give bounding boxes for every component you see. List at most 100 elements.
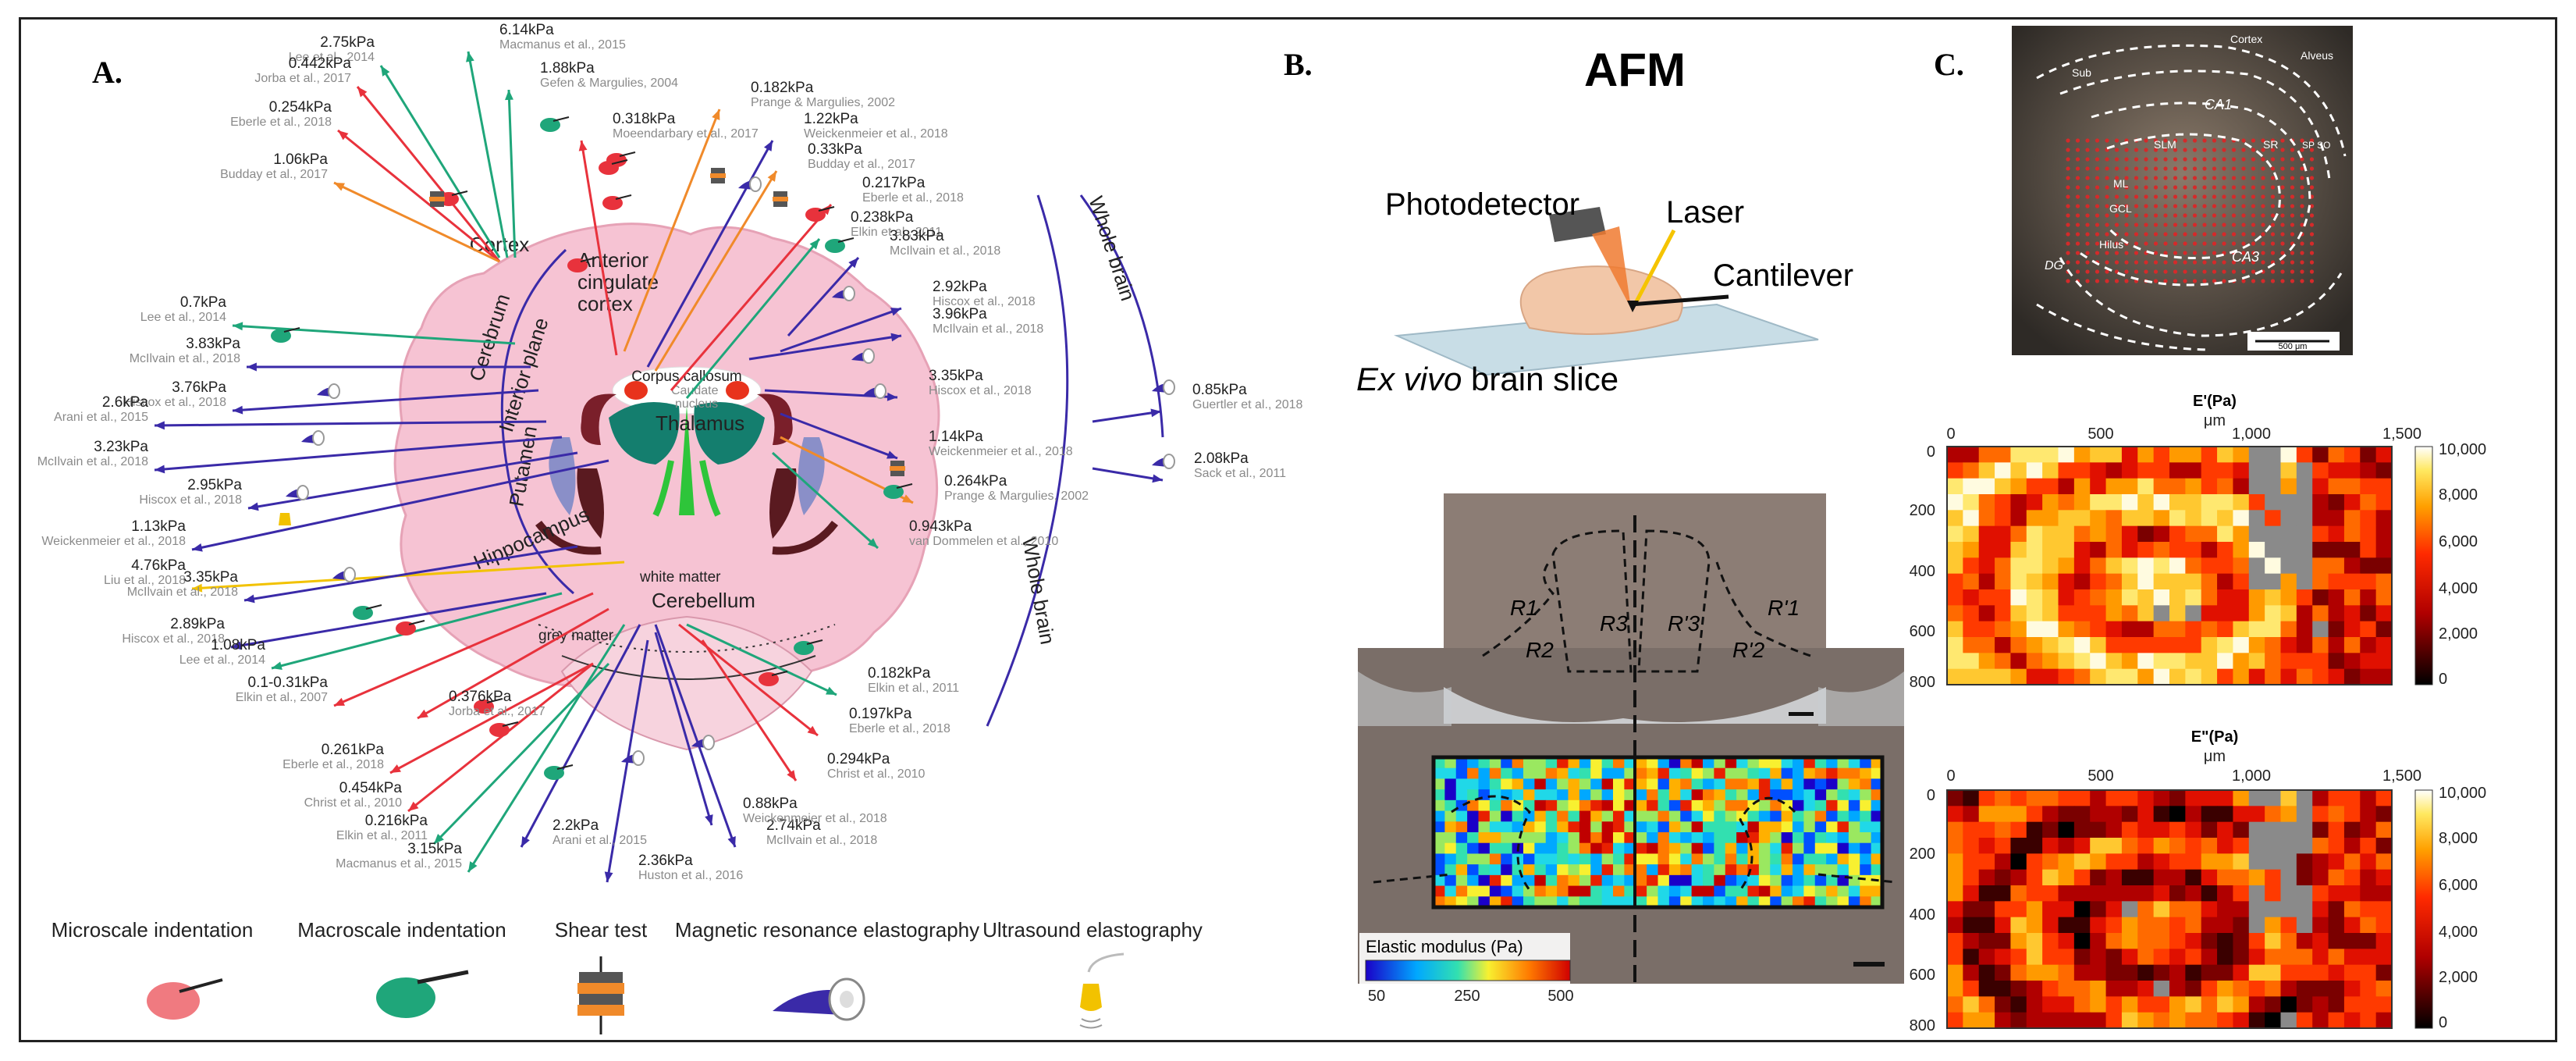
sampling-dot [2231, 204, 2237, 208]
heatmap-cell [2217, 790, 2233, 806]
sampling-dot [2134, 232, 2139, 237]
heatmap-cell [1978, 637, 1995, 653]
measurement-arrow [670, 204, 833, 391]
heatmap-cell [2265, 637, 2281, 653]
heatmap-cell [2073, 478, 2091, 495]
heatmap-cell [2280, 637, 2297, 653]
heatmap-cell [2137, 621, 2155, 638]
sampling-dot [2290, 194, 2295, 199]
heatmap-cell [2010, 853, 2027, 871]
afm-grid-cell [1444, 821, 1457, 833]
afm-grid-cell [1680, 767, 1693, 779]
heatmap-cell [2328, 510, 2345, 527]
afm-grid-cell [1647, 821, 1658, 833]
heatmap-cell [2073, 447, 2091, 463]
heatmap-cell [2296, 838, 2313, 854]
heatmap-cell [2153, 557, 2170, 575]
heatmap-cell [2343, 901, 2361, 918]
afm-grid-cell [1871, 810, 1883, 822]
afm-grid-cell [1579, 832, 1591, 844]
measurement-reference: Sack et al., 2011 [1194, 467, 1286, 480]
afm-title: AFM [1584, 44, 1686, 96]
heatmap-cell [2265, 494, 2281, 511]
heatmap-cell [2296, 605, 2313, 622]
heatmap-cell [2105, 557, 2123, 575]
afm-grid-cell [1747, 757, 1760, 769]
heatmap-cell [1995, 605, 2011, 622]
heatmap-cell [2296, 525, 2313, 543]
sampling-dot [2270, 148, 2276, 152]
sampling-dot [2183, 148, 2187, 152]
heatmap-cell [2375, 838, 2393, 854]
afm-grid-cell [1770, 842, 1782, 854]
afm-grid-cell [1725, 864, 1737, 876]
heatmap-cell [2137, 917, 2155, 934]
afm-grid-cell [1871, 767, 1883, 779]
heatmap-cell [2153, 981, 2170, 997]
afm-grid-cell [1489, 767, 1501, 779]
measurement-reference: McIlvain et al., 2018 [37, 455, 148, 468]
heatmap-cell [2280, 668, 2297, 685]
sampling-dot [2241, 269, 2246, 274]
afm-grid-cell [1635, 874, 1647, 887]
heatmap-cell [2375, 573, 2393, 590]
measurement-arrowhead [231, 641, 242, 650]
sampling-dot [2066, 176, 2070, 180]
heatmap-cell [2280, 790, 2297, 806]
heatmap1-xtick-1000: 1,000 [2232, 767, 2271, 785]
heatmap-cell [2217, 494, 2233, 511]
afm-grid-cell [1725, 789, 1737, 801]
sampling-dot [2173, 166, 2178, 171]
sampling-dot [2280, 213, 2285, 218]
heatmap-cell [2042, 462, 2059, 479]
afm-grid-cell [1568, 864, 1580, 876]
afm-grid-cell [1512, 874, 1524, 887]
micro-indentation-marker [396, 621, 416, 636]
heatmap-cell [2042, 557, 2059, 575]
heatmap-cell [1978, 447, 1995, 463]
heatmap-cell [2233, 964, 2250, 981]
heatmap-cell [2360, 653, 2377, 670]
heatmap-cell [2296, 981, 2313, 997]
afm-grid-cell [1590, 810, 1603, 822]
heatmap-cell [1995, 949, 2011, 966]
heatmap-cell [2248, 869, 2265, 886]
shear-marker-band [890, 466, 905, 471]
measurement-arrow [701, 639, 798, 782]
measurement-value: 0.943kPa [909, 518, 972, 535]
afm-grid-cell [1680, 757, 1693, 769]
heatmap-cell [2073, 668, 2091, 685]
afm-grid-cell [1860, 821, 1872, 833]
afm-grid-cell [1512, 778, 1524, 790]
heatmap-cell [2375, 821, 2393, 838]
heatmap-cell [2217, 447, 2233, 463]
heatmap-cell [2121, 885, 2138, 902]
sampling-dot [2124, 251, 2129, 255]
heatmap-cell [1995, 525, 2011, 543]
sampling-dot [2192, 185, 2198, 190]
heatmap-cell [2312, 510, 2329, 527]
heatmap-cell [2265, 964, 2281, 981]
sampling-dot [2309, 157, 2315, 162]
heatmap-cell [2280, 964, 2297, 981]
heatmap-cell [1963, 447, 1980, 463]
heatmap-cell [2217, 933, 2233, 949]
heatmap-cell [2201, 838, 2218, 854]
sampling-dot [2192, 138, 2198, 143]
heatmap-cell [2169, 949, 2186, 966]
heatmap-cell [2217, 557, 2233, 575]
sampling-dot [2075, 204, 2080, 208]
measurement-arrow [580, 140, 618, 356]
measurement-arrowhead [192, 543, 203, 552]
afm-grid-cell [1590, 864, 1603, 876]
heatmap-cell [2010, 949, 2027, 966]
afm-grid-cell [1747, 767, 1760, 779]
heatmap-cell [2233, 494, 2250, 511]
heatmap-cell [1995, 806, 2011, 823]
heatmap1-ytick-600: 600 [1910, 967, 1935, 984]
sampling-dot [2251, 251, 2256, 255]
sampling-dot [2261, 232, 2265, 237]
heatmap-cell [2010, 917, 2027, 934]
